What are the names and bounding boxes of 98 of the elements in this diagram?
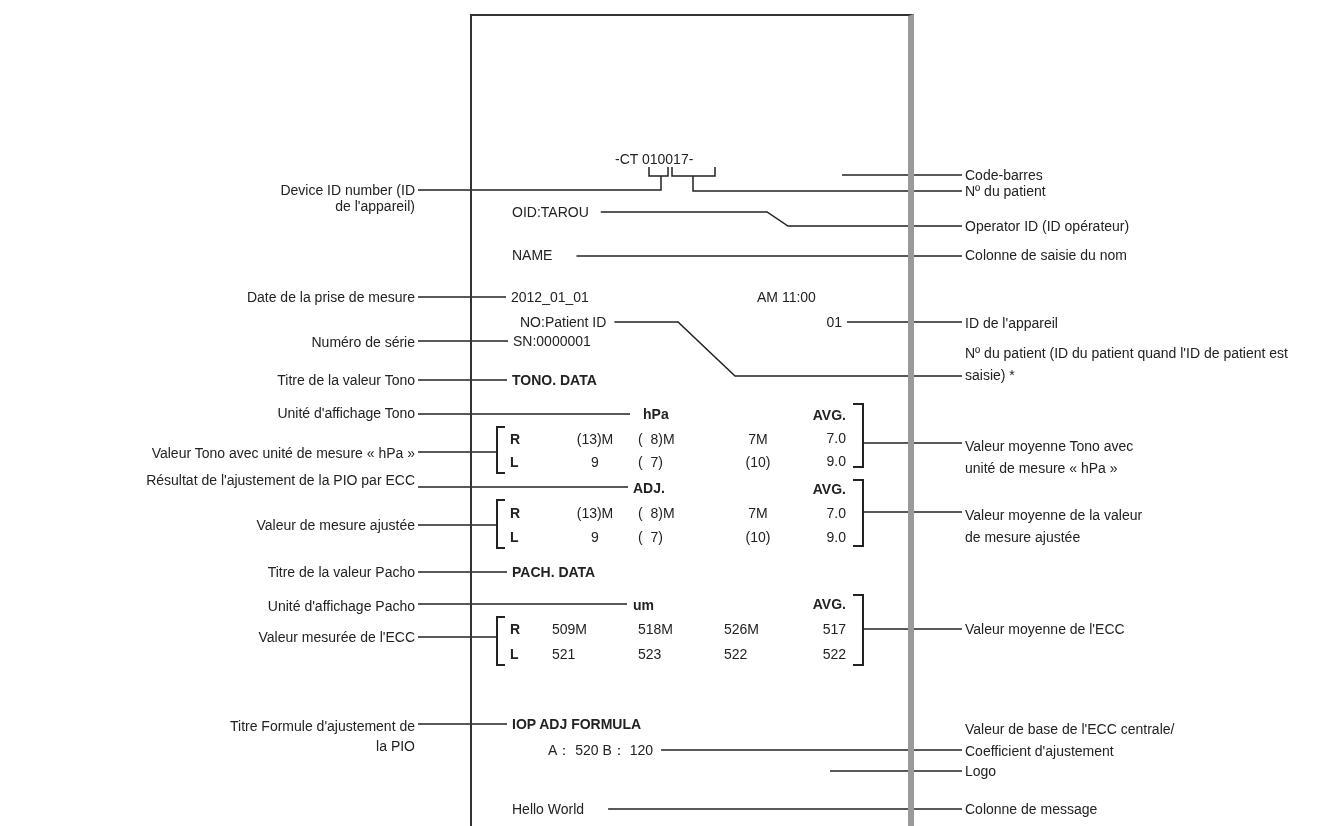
eye-letter: R bbox=[510, 430, 522, 449]
leader-line bbox=[417, 379, 508, 381]
callout-label: Valeur moyenne de la valeur de mesure ajustée bbox=[965, 504, 1145, 548]
callout-label: Résultat de l'ajustement de la PIO par ECC bbox=[146, 472, 415, 488]
table-cell-text: 518M bbox=[638, 620, 675, 639]
leader-line bbox=[417, 636, 498, 638]
table-cell-text: ( 8)M bbox=[638, 504, 676, 523]
average-value: 7.0 bbox=[825, 504, 846, 523]
leader-line bbox=[846, 321, 963, 323]
leader-line bbox=[862, 628, 963, 630]
table-cell-text: 9 bbox=[590, 528, 600, 547]
callout-label: Valeur de base de l'ECC centrale/ Coefficient d'ajustement bbox=[965, 718, 1205, 762]
printout-text: TONO. DATA bbox=[512, 372, 597, 388]
average-value: 7.0 bbox=[825, 429, 846, 448]
printout-text: um bbox=[633, 597, 654, 613]
callout-label: Titre de la valeur Tono bbox=[277, 372, 415, 388]
average-value: 9.0 bbox=[825, 528, 846, 547]
column-header: AVG. bbox=[811, 406, 846, 425]
printout-text: PACH. DATA bbox=[512, 564, 596, 580]
callout-label: Numéro de série bbox=[311, 334, 415, 350]
leader-line bbox=[417, 451, 498, 453]
average-value: 517 bbox=[821, 620, 846, 639]
table-cell-text: 521 bbox=[552, 645, 577, 664]
table-cell-text: 7M bbox=[747, 504, 769, 523]
leader-line bbox=[600, 211, 963, 227]
callout-label: Valeur moyenne Tono avec unité de mesure « hPa » bbox=[965, 435, 1155, 479]
callout-label: Colonne de message bbox=[965, 801, 1098, 817]
printout-paper bbox=[470, 14, 914, 826]
callout-label: Logo bbox=[965, 763, 997, 779]
printout-text: NAME bbox=[512, 247, 553, 263]
leader-line bbox=[417, 296, 507, 298]
table-cell-text: ( 8)M bbox=[638, 430, 676, 449]
leader-line bbox=[417, 413, 631, 415]
leader-line bbox=[417, 524, 498, 526]
callout-label: Titre Formule d'ajustement de la PIO bbox=[230, 716, 415, 756]
printout-text: ADJ. bbox=[633, 480, 665, 496]
callout-label: Nº du patient (ID du patient quand l'ID de patient est saisie) * bbox=[965, 342, 1331, 386]
callout-label: Valeur de mesure ajustée bbox=[256, 517, 415, 533]
eye-letter: R bbox=[510, 620, 522, 639]
leader-line bbox=[575, 255, 963, 257]
column-header: AVG. bbox=[811, 480, 846, 499]
column-header: AVG. bbox=[811, 595, 846, 614]
leader-line bbox=[417, 571, 508, 573]
leader-line bbox=[829, 770, 963, 772]
table-cell-text: ( 7) bbox=[638, 528, 664, 547]
printout-text: AM 11:00 bbox=[757, 289, 816, 305]
printout-text: hPa bbox=[643, 406, 669, 422]
callout-label: Valeur Tono avec unité de mesure « hPa » bbox=[151, 445, 415, 461]
table-cell-text: 9 bbox=[590, 453, 600, 472]
table-cell-text: 7M bbox=[747, 430, 769, 449]
eye-letter: L bbox=[510, 528, 520, 547]
leader-line bbox=[862, 442, 963, 444]
callout-label: Colonne de saisie du nom bbox=[965, 247, 1127, 263]
table-cell-text: 523 bbox=[638, 645, 663, 664]
table-cell-text: 509M bbox=[552, 620, 589, 639]
leader-line bbox=[417, 166, 669, 191]
leader-line bbox=[417, 723, 508, 725]
table-cell-text: 522 bbox=[724, 645, 749, 664]
table-cell-text: (10) bbox=[744, 528, 772, 547]
eye-letter: L bbox=[510, 645, 520, 664]
printout-text: -CT 010017- bbox=[615, 151, 694, 167]
eye-letter: L bbox=[510, 453, 520, 472]
printout-text: OID:TAROU bbox=[512, 204, 589, 220]
callout-label: Unité d'affichage Tono bbox=[277, 405, 415, 421]
printout-text: IOP ADJ FORMULA bbox=[512, 716, 642, 732]
leader-line bbox=[417, 340, 509, 342]
callout-label: Titre de la valeur Pacho bbox=[267, 564, 415, 580]
callout-label: Operator ID (ID opérateur) bbox=[965, 218, 1130, 234]
callout-label: Nº du patient bbox=[965, 183, 1046, 199]
leader-line bbox=[607, 808, 963, 810]
printout-text: SN:0000001 bbox=[513, 333, 591, 349]
table-cell-text: 526M bbox=[724, 620, 761, 639]
callout-label: Valeur moyenne de l'ECC bbox=[965, 621, 1125, 637]
callout-label: Valeur mesurée de l'ECC bbox=[258, 629, 415, 645]
leader-line bbox=[671, 166, 963, 192]
leader-line bbox=[841, 174, 963, 176]
average-value: 522 bbox=[821, 645, 846, 664]
leader-line bbox=[862, 511, 963, 513]
leader-line bbox=[613, 321, 963, 377]
table-cell-text: (10) bbox=[744, 453, 772, 472]
callout-label: Code-barres bbox=[965, 167, 1043, 183]
printout-text: 2012_01_01 bbox=[511, 289, 589, 305]
table-cell-text: (13)M bbox=[575, 504, 615, 523]
printout-text: Hello World bbox=[512, 801, 585, 817]
printout-text: 01 bbox=[826, 314, 842, 330]
table-cell-text: (13)M bbox=[575, 430, 615, 449]
average-value: 9.0 bbox=[825, 452, 846, 471]
leader-line bbox=[417, 603, 628, 605]
printout-text: NO:Patient ID bbox=[520, 314, 607, 330]
table-cell-text: ( 7) bbox=[638, 453, 664, 472]
leader-line bbox=[660, 749, 963, 751]
leader-line bbox=[417, 486, 629, 488]
callout-label: ID de l'appareil bbox=[965, 315, 1058, 331]
callout-label: Date de la prise de mesure bbox=[246, 289, 415, 305]
callout-label: Device ID number (ID de l'appareil) bbox=[280, 182, 415, 214]
printout-text: A： 520 B： 120 bbox=[548, 742, 654, 758]
callout-label: Unité d'affichage Pacho bbox=[267, 598, 415, 614]
eye-letter: R bbox=[510, 504, 522, 523]
